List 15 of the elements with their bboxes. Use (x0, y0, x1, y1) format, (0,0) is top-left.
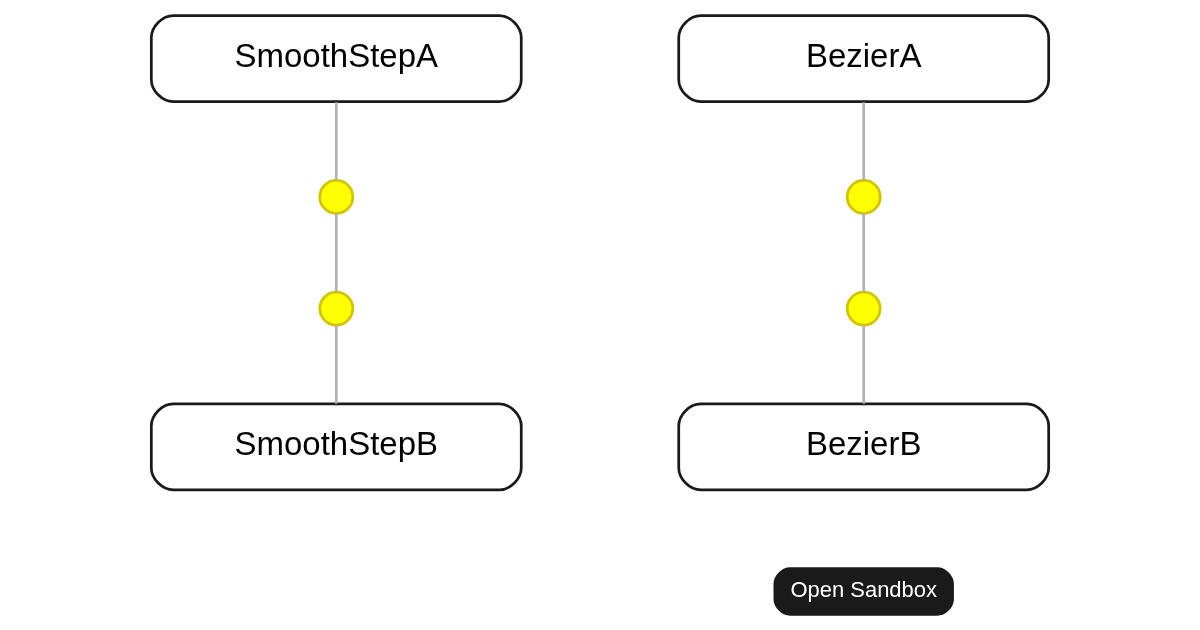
node-box: SmoothStepA (149, 14, 523, 104)
node-circle (845, 179, 882, 215)
connector (862, 213, 866, 292)
label: Open Sandbox (790, 577, 937, 603)
connector (334, 102, 338, 181)
node-box: SmoothStepB (149, 402, 523, 492)
node-box: BezierA (677, 14, 1051, 104)
node-circle (318, 179, 355, 215)
node-box: BezierB (677, 402, 1051, 492)
connector (334, 325, 338, 404)
connector (862, 102, 866, 181)
connector (862, 325, 866, 404)
node-circle (318, 290, 355, 327)
node-circle (845, 290, 882, 327)
connector (334, 213, 338, 292)
